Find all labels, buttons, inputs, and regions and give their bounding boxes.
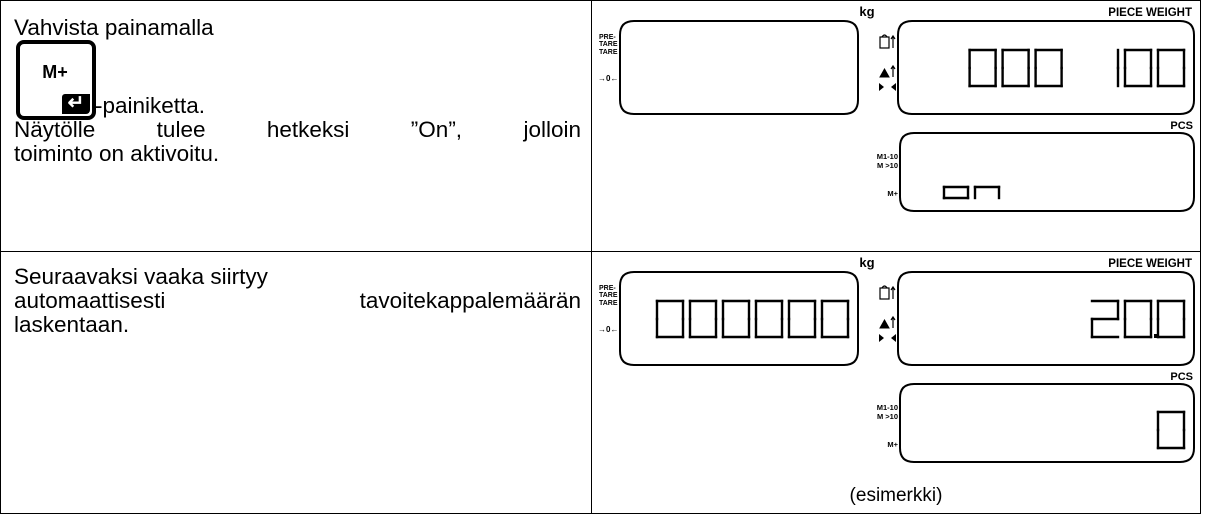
memory-range-label: M1-10 [877, 403, 898, 412]
lcd-digit [1034, 48, 1063, 88]
pieces-icon [879, 315, 896, 329]
pieces-shape [879, 318, 890, 329]
tare-weight-icon [879, 285, 896, 300]
enter-arrow-icon: ↵ [67, 92, 85, 114]
lcd-digit [1001, 48, 1030, 88]
lcd-digit [688, 299, 718, 339]
step-1-text-part-2: -painiketta. [95, 93, 206, 118]
pre-tare-label-2: TARE [599, 292, 618, 299]
piece-weight-display-box [897, 271, 1195, 366]
weight-display-box [619, 271, 859, 366]
lcd-digit [1123, 299, 1153, 339]
step-2-line-2: automaattisesti tavoitekappalemäärän [14, 288, 581, 313]
step-2-line-1: Seuraavaksi vaaka siirtyy [14, 265, 581, 289]
tare-label: TARE [599, 49, 618, 56]
tare-label: TARE [599, 300, 618, 307]
piece-weight-label: PIECE WEIGHT [1108, 7, 1192, 19]
weight-handle [881, 285, 888, 289]
m-plus-enter-key-icon: M+ ↵ [16, 40, 96, 120]
pieces-shape [879, 67, 890, 78]
step-2-line-3: laskentaan. [14, 312, 130, 337]
tare-weight-icon [879, 34, 896, 49]
step-1-line-2: Näytölle tulee hetkeksi ”On”, jolloin [14, 118, 581, 142]
step-2-text-cell: Seuraavaksi vaaka siirtyy automaattisest… [0, 251, 592, 514]
memory-plus-label: M+ [887, 440, 898, 449]
lcd-digit [1156, 299, 1186, 339]
memory-range-label: M1-10 [877, 152, 898, 161]
count-display-box [899, 383, 1195, 463]
kg-label: kg [859, 4, 874, 19]
lcd-digit [787, 299, 817, 339]
up-arrow [890, 64, 896, 77]
word: vaaka [144, 264, 205, 289]
lcd-digit [1090, 299, 1120, 339]
lcd-digit [655, 299, 685, 339]
piece-weight-label: PIECE WEIGHT [1108, 258, 1192, 270]
weight-handle [881, 34, 888, 38]
memory-over-label: M >10 [877, 412, 898, 421]
pre-tare-label-2: TARE [599, 41, 618, 48]
step-1-text-cell: Vahvista painamalla M+ ↵ -painiketta. Nä… [0, 0, 592, 252]
step-1-line-2-text: Näytölle tulee hetkeksi ”On”, jolloin [14, 117, 581, 142]
up-arrow [890, 34, 896, 48]
pcs-label: PCS [1170, 120, 1193, 132]
lcd-digit [820, 299, 850, 339]
example-caption: (esimerkki) [849, 485, 943, 506]
lcd-digit [968, 48, 997, 88]
stable-indicator-icon [879, 334, 896, 342]
up-arrow [890, 285, 896, 299]
piece-weight-display-box [897, 20, 1195, 115]
lcd-digit [754, 299, 784, 339]
step-1-line-3: toiminto on aktivoitu. [14, 141, 220, 166]
zero-indicator-label: →0← [598, 325, 618, 334]
up-arrow [890, 315, 896, 328]
memory-over-label: M >10 [877, 161, 898, 170]
pre-tare-label: PRE- [599, 34, 616, 41]
key-label: M+ [42, 62, 68, 82]
pcs-label: PCS [1170, 371, 1193, 383]
kg-label: kg [859, 255, 874, 270]
stable-indicator-icon [879, 83, 896, 91]
step-2-text: Seuraavaksi vaaka siirtyy automaattisest… [1, 265, 591, 337]
lcd-digit [1156, 410, 1186, 450]
memory-plus-label: M+ [887, 189, 898, 198]
zero-indicator-label: →0← [598, 74, 618, 83]
lcd-decimal-point [1154, 334, 1158, 338]
lcd-digit [942, 185, 970, 200]
count-display-box [899, 132, 1195, 212]
lcd-digit [1156, 48, 1186, 88]
weight-shape [879, 287, 890, 300]
step-1-line-1: Vahvista painamalla M+ ↵ -painiketta. [14, 15, 581, 120]
lcd-digit [973, 185, 1001, 200]
word: siirtyy [210, 264, 268, 289]
word: Seuraavaksi [14, 264, 138, 289]
pre-tare-label: PRE- [599, 285, 616, 292]
weight-display-box [619, 20, 859, 115]
step-1-text-part: Vahvista painamalla [14, 15, 214, 40]
pieces-icon [879, 64, 896, 78]
lcd-digit [1123, 48, 1153, 88]
weight-shape [879, 36, 890, 49]
step-1-text: Vahvista painamalla M+ ↵ -painiketta. Nä… [1, 16, 591, 166]
lcd-digit [721, 299, 751, 339]
